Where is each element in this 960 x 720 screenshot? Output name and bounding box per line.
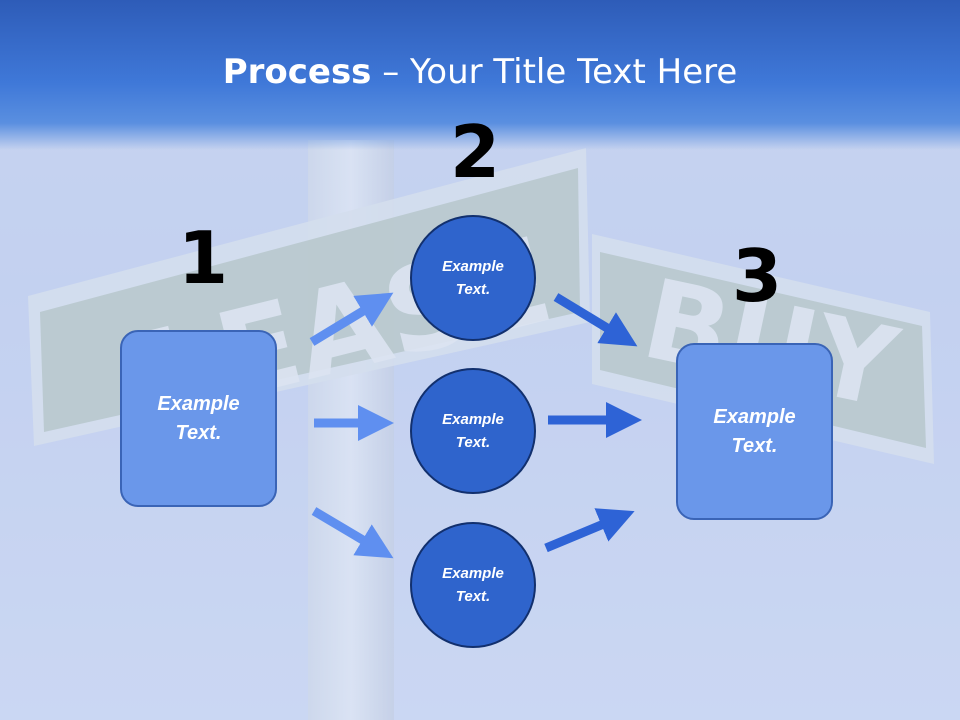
title-rest: – Your Title Text Here <box>371 52 738 92</box>
step-3-box[interactable]: Example Text. <box>676 343 833 520</box>
circle-middle-text: Example Text. <box>442 411 504 451</box>
title-band <box>0 0 960 150</box>
arrow-1-to-bottom <box>311 507 394 559</box>
circle-top[interactable]: Example Text. <box>410 215 536 341</box>
circle-top-text: Example Text. <box>442 258 504 298</box>
step-number-2: 2 <box>450 110 501 194</box>
title-bold: Process <box>222 52 372 92</box>
step-1-box[interactable]: Example Text. <box>120 330 277 507</box>
slide-title: Process – Your Title Text Here <box>0 52 960 92</box>
step-3-text: Example Text. <box>713 405 796 457</box>
arrow-top-to-3 <box>553 293 638 347</box>
arrow-1-to-top <box>309 292 394 346</box>
step-1-text: Example Text. <box>157 392 240 444</box>
circle-middle[interactable]: Example Text. <box>410 368 536 494</box>
circle-bottom[interactable]: Example Text. <box>410 522 536 648</box>
arrow-bottom-to-3 <box>544 508 635 553</box>
circle-bottom-text: Example Text. <box>442 565 504 605</box>
step-number-1: 1 <box>178 216 229 300</box>
step-number-3: 3 <box>732 234 783 318</box>
